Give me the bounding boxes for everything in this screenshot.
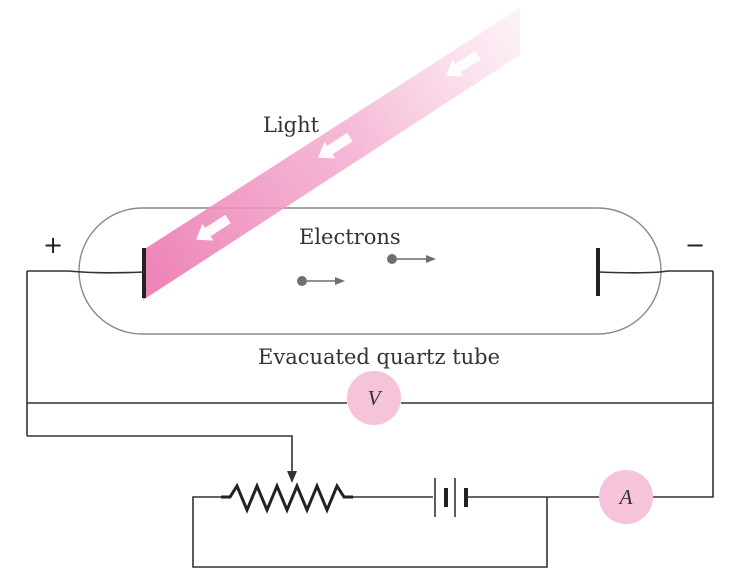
quartz-tube	[78, 207, 662, 335]
slider-arrow-head	[287, 471, 297, 483]
electron-dot	[297, 276, 307, 286]
electron-arrow-head	[335, 277, 345, 285]
right-electrode-lead	[597, 270, 713, 274]
light-arrow-1	[446, 50, 481, 77]
left-electrode-lead	[27, 270, 145, 274]
right-vertical-wire	[653, 271, 714, 498]
plus-terminal-label: +	[43, 231, 63, 259]
rheostat-zigzag	[221, 482, 353, 514]
ammeter-label: A	[618, 485, 633, 509]
bottom-return-wire	[192, 496, 548, 568]
minus-terminal-label: −	[685, 231, 705, 259]
voltmeter-circle	[347, 371, 401, 425]
battery	[434, 478, 468, 517]
electron-1	[297, 276, 345, 286]
voltmeter: V	[347, 371, 401, 425]
slider-wire	[27, 435, 293, 475]
ammeter: A	[599, 470, 653, 524]
light-arrow-2	[318, 132, 353, 159]
light-label: Light	[263, 113, 320, 137]
light-arrows	[196, 50, 481, 241]
light-arrow-3	[196, 214, 231, 241]
electron-arrow-head	[426, 255, 436, 263]
ammeter-circle	[599, 470, 653, 524]
electrons-label: Electrons	[299, 225, 401, 249]
voltmeter-label: V	[368, 386, 383, 410]
tube-label: Evacuated quartz tube	[258, 345, 500, 369]
electron-dot	[387, 254, 397, 264]
electron-2	[387, 254, 436, 264]
